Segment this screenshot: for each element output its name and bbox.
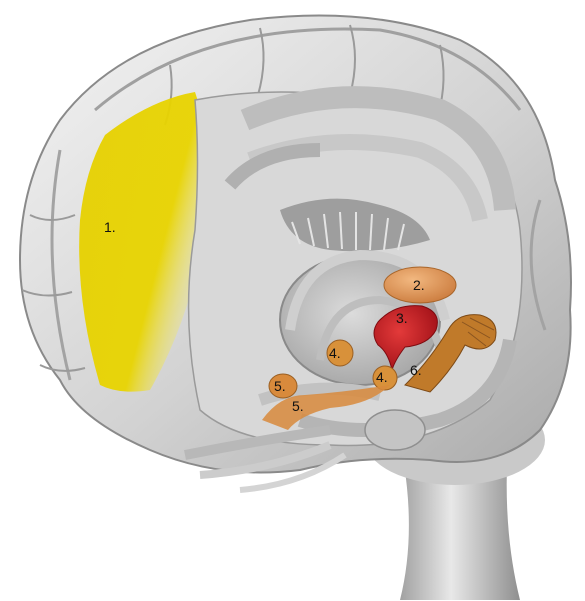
label-4-upper: 4. — [329, 345, 341, 361]
label-4-lower: 4. — [376, 369, 388, 385]
label-5-upper: 5. — [274, 378, 286, 394]
label-5-lower: 5. — [292, 398, 304, 414]
label-3: 3. — [396, 310, 408, 326]
label-6: 6. — [410, 362, 422, 378]
label-1: 1. — [104, 219, 116, 235]
label-2: 2. — [413, 277, 425, 293]
